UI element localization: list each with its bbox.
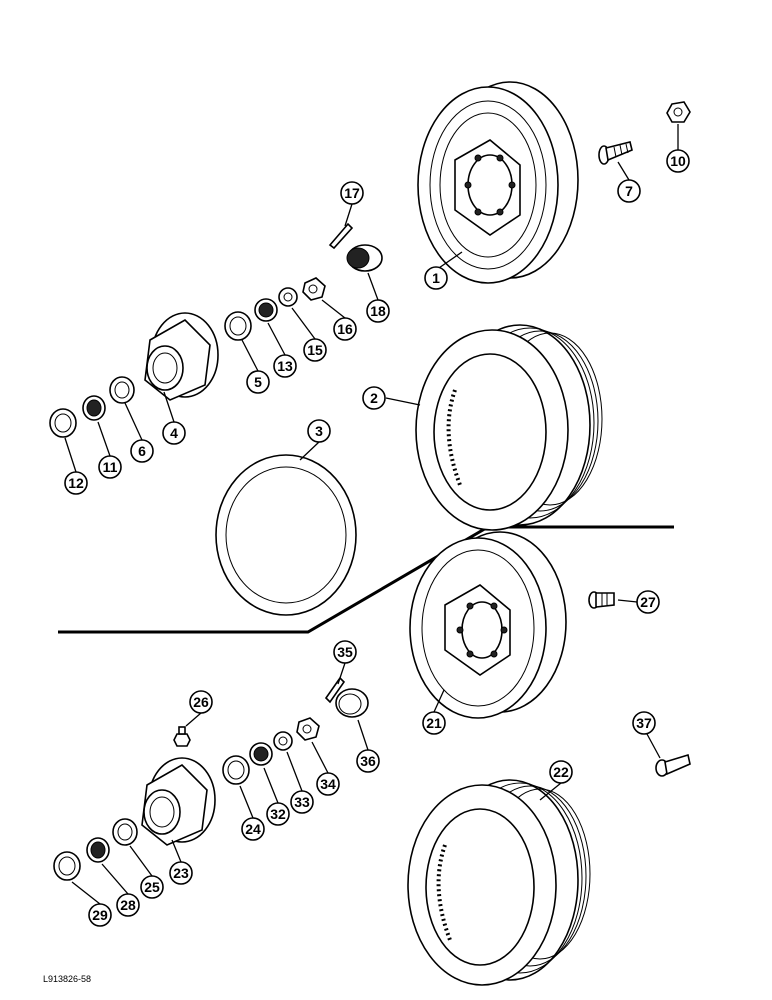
wheel-stud (655, 753, 691, 777)
wheel-rim-upper (417, 81, 579, 284)
tire-flap (215, 454, 357, 616)
svg-text:3: 3 (315, 423, 323, 439)
svg-text:26: 26 (193, 694, 209, 710)
hub-seal-lower (53, 851, 81, 881)
callout-13: 13 (273, 354, 297, 378)
callout-1: 1 (424, 266, 448, 290)
callout-29: 29 (88, 903, 112, 927)
svg-text:1: 1 (432, 270, 440, 286)
svg-text:7: 7 (625, 183, 633, 199)
leader-lines (64, 124, 679, 905)
callout-23: 23 (169, 861, 193, 885)
callout-28: 28 (116, 893, 140, 917)
svg-text:17: 17 (344, 185, 360, 201)
callout-37: 37 (632, 711, 656, 735)
svg-text:10: 10 (670, 153, 686, 169)
callout-24: 24 (241, 817, 265, 841)
callout-32: 32 (266, 802, 290, 826)
castle-nut-upper (302, 277, 326, 301)
washer-lower (273, 731, 293, 751)
svg-text:21: 21 (426, 715, 442, 731)
svg-text:35: 35 (337, 644, 353, 660)
callout-11: 11 (98, 455, 122, 479)
svg-text:28: 28 (120, 897, 136, 913)
callout-27: 27 (636, 590, 660, 614)
bearing-cup-inner-upper (109, 376, 135, 404)
svg-text:32: 32 (270, 806, 286, 822)
wheel-hub-lower (141, 757, 216, 846)
hub-seal-upper (49, 408, 77, 438)
callout-26: 26 (189, 690, 213, 714)
callout-15: 15 (303, 338, 327, 362)
wheel-nut (666, 101, 691, 123)
callout-17: 17 (340, 181, 364, 205)
svg-text:34: 34 (320, 776, 336, 792)
castle-nut-lower (296, 717, 320, 741)
svg-text:33: 33 (294, 794, 310, 810)
callout-7: 7 (617, 179, 641, 203)
callout-10: 10 (666, 149, 690, 173)
callout-36: 36 (356, 749, 380, 773)
callout-16: 16 (333, 317, 357, 341)
svg-text:27: 27 (640, 594, 656, 610)
grease-fitting (173, 726, 191, 747)
bearing-cone-outer-lower (249, 742, 273, 766)
wheel-bolt-upper (598, 141, 633, 165)
bearing-cup-outer-lower (222, 755, 250, 785)
cotter-pin-lower (324, 676, 346, 704)
bearing-cone-inner-lower (86, 837, 110, 863)
svg-text:6: 6 (138, 443, 146, 459)
drawing-reference: L913826-58 (43, 974, 91, 984)
hub-cap-upper (346, 244, 383, 272)
callout-6: 6 (130, 439, 154, 463)
callout-4: 4 (162, 421, 186, 445)
wheel-rim-lower (409, 531, 567, 719)
callout-3: 3 (307, 419, 331, 443)
svg-text:5: 5 (254, 374, 262, 390)
svg-text:36: 36 (360, 753, 376, 769)
svg-text:25: 25 (144, 879, 160, 895)
svg-text:16: 16 (337, 321, 353, 337)
svg-text:29: 29 (92, 907, 108, 923)
svg-text:13: 13 (277, 358, 293, 374)
tire-lower (407, 779, 591, 986)
bearing-cup-outer-upper (224, 311, 252, 341)
callout-12: 12 (64, 471, 88, 495)
svg-text:22: 22 (553, 764, 569, 780)
wheel-hub-upper (144, 312, 219, 401)
callout-34: 34 (316, 772, 340, 796)
svg-text:24: 24 (245, 821, 261, 837)
callout-22: 22 (549, 760, 573, 784)
svg-text:23: 23 (173, 865, 189, 881)
svg-text:12: 12 (68, 475, 84, 491)
svg-text:18: 18 (370, 303, 386, 319)
bearing-cone-outer-upper (254, 298, 278, 322)
callout-33: 33 (290, 790, 314, 814)
callout-18: 18 (366, 299, 390, 323)
washer-upper (278, 287, 298, 307)
callout-5: 5 (246, 370, 270, 394)
wheel-bolt-lower (588, 591, 615, 609)
bearing-cone-inner-upper (82, 395, 106, 421)
callout-2: 2 (362, 386, 386, 410)
hub-cap-lower (335, 688, 369, 718)
tire-upper (415, 324, 603, 531)
svg-text:37: 37 (636, 715, 652, 731)
callout-25: 25 (140, 875, 164, 899)
svg-text:4: 4 (170, 425, 178, 441)
svg-text:2: 2 (370, 390, 378, 406)
cotter-pin-upper (328, 222, 354, 250)
svg-text:15: 15 (307, 342, 323, 358)
bearing-cup-inner-lower (112, 818, 138, 846)
svg-text:11: 11 (103, 459, 118, 475)
callout-21: 21 (422, 711, 446, 735)
callout-35: 35 (333, 640, 357, 664)
assembly-divider-line (58, 525, 674, 634)
